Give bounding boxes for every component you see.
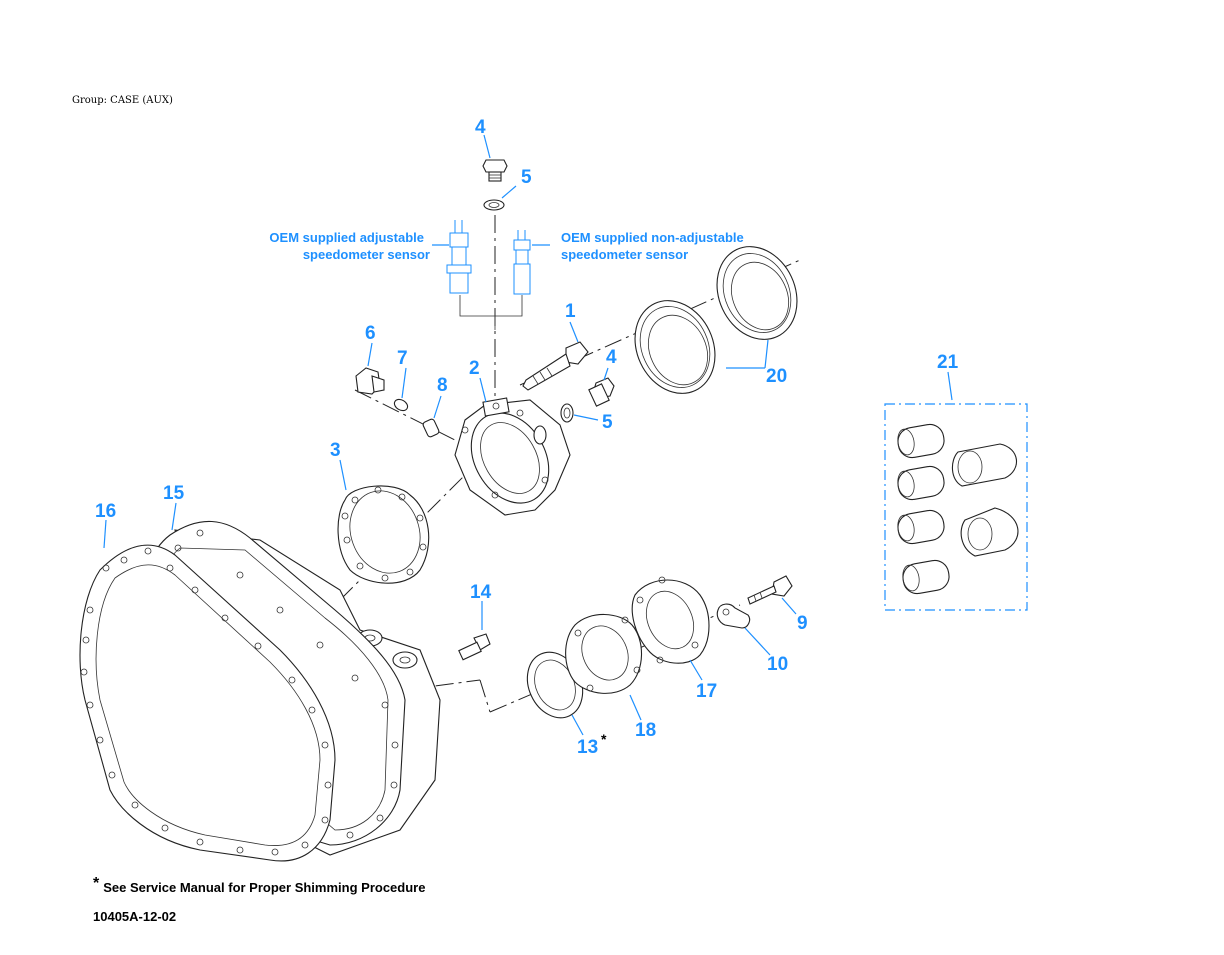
callout-2: 2 (469, 358, 480, 379)
callout-8: 8 (437, 375, 448, 396)
figure-id: 10405A-12-02 (93, 909, 177, 924)
bolt-1 (522, 341, 589, 391)
non-adjustable-sensor-note-line1: OEM supplied non-adjustable (561, 230, 744, 245)
adjustable-sensor-note-line2: speedometer sensor (303, 247, 430, 262)
callout-9: 9 (797, 613, 808, 634)
callout-5: 5 (602, 412, 613, 433)
group-label: Group: CASE (AUX) (72, 95, 173, 106)
plug-6 (355, 367, 385, 395)
callout-20: 20 (766, 366, 787, 387)
plug-top (482, 159, 508, 182)
washer-top (483, 199, 505, 211)
washer-right (560, 403, 574, 423)
gasket-3 (337, 485, 430, 584)
callout-10: 10 (767, 654, 788, 675)
callout-14: 14 (470, 582, 492, 603)
kit-nose-2 (960, 507, 1019, 557)
seal-20-rear (716, 246, 798, 340)
sensor-notes: OEM supplied adjustable speedometer sens… (269, 230, 743, 262)
callout-13: 13 (577, 737, 598, 758)
kit-21 (884, 403, 1028, 611)
gasket-18 (565, 613, 643, 694)
kit-sleeve-4 (902, 559, 950, 595)
callout-16: 16 (95, 501, 116, 522)
callout-18: 18 (635, 720, 656, 741)
callout-labels: 4 5 1 4 2 5 6 7 8 3 20 21 16 15 14 9 10 … (95, 117, 959, 758)
kit-sleeve-3 (897, 509, 945, 545)
seal-20-front (634, 300, 716, 394)
callout-17: 17 (696, 681, 717, 702)
footnote-asterisk: * (93, 875, 100, 892)
callout-1: 1 (565, 301, 576, 322)
pin-8 (422, 418, 440, 438)
callout-3: 3 (330, 440, 341, 461)
o-ring-7 (393, 398, 409, 412)
cover-17 (631, 576, 710, 664)
clip-10 (716, 603, 751, 629)
adjustable-sensor-note-line1: OEM supplied adjustable (269, 230, 424, 245)
footnote-text: See Service Manual for Proper Shimming P… (103, 880, 426, 895)
callout-4: 4 (475, 117, 486, 138)
callout-6: 6 (365, 323, 376, 344)
callout-7: 7 (397, 348, 408, 369)
leader-lines (103, 134, 953, 736)
adjustable-speedometer-sensor (446, 220, 472, 294)
callout-15: 15 (163, 483, 185, 504)
callout-21: 21 (937, 352, 959, 373)
non-adjustable-sensor-note-line2: speedometer sensor (561, 247, 688, 262)
plug-right (588, 377, 615, 407)
bolt-9 (747, 575, 793, 605)
gasket-16 (79, 529, 399, 862)
callout-5: 5 (521, 167, 532, 188)
sensor-housing (454, 397, 571, 516)
breather-14 (458, 633, 491, 661)
callout-4: 4 (606, 347, 617, 368)
kit-sleeve-2 (897, 465, 945, 501)
kit-nose-1 (951, 443, 1017, 487)
non-adjustable-speedometer-sensor (513, 230, 531, 295)
kit-sleeve-1 (897, 423, 945, 459)
shimming-footnote: *See Service Manual for Proper Shimming … (93, 875, 426, 897)
shim-asterisk: * (601, 731, 607, 747)
